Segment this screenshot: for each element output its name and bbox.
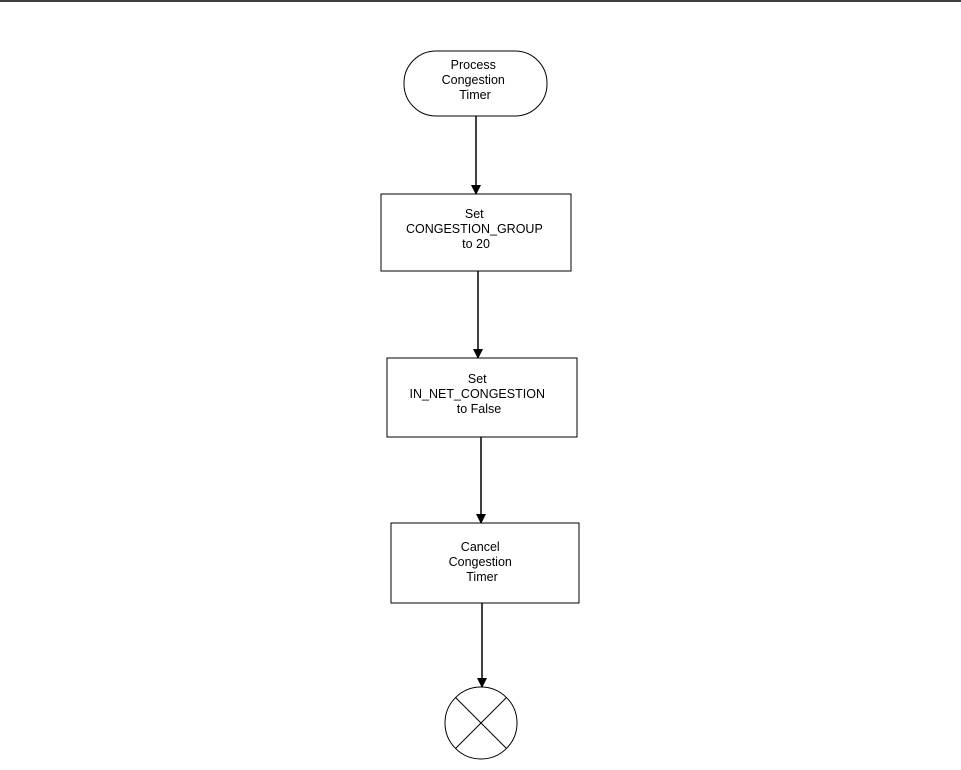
start-terminator-node: Process Congestion Timer [403, 50, 548, 117]
set-net-line-2: IN_NET_CONGESTION [410, 387, 545, 401]
start-node-line-3: Timer [459, 88, 490, 102]
end-terminator-icon [444, 686, 518, 760]
set-congestion-group-label: Set CONGESTION_GROUP to 20 [406, 207, 546, 251]
cancel-line-1: Cancel [461, 540, 500, 554]
set-congestion-group-node: Set CONGESTION_GROUP to 20 [380, 193, 572, 272]
cancel-congestion-timer-node: Cancel Congestion Timer [390, 522, 580, 604]
set-net-line-1: Set [468, 372, 487, 386]
set-group-line-1: Set [465, 207, 484, 221]
start-node-line-1: Process [451, 58, 496, 72]
cancel-line-2: Congestion [449, 555, 512, 569]
start-node-line-2: Congestion [442, 73, 505, 87]
cancel-line-3: Timer [466, 570, 497, 584]
cancel-congestion-timer-label: Cancel Congestion Timer [449, 540, 516, 584]
set-in-net-congestion-node: Set IN_NET_CONGESTION to False [386, 357, 578, 438]
set-group-line-2: CONGESTION_GROUP [406, 222, 543, 236]
set-net-line-3: to False [457, 402, 502, 416]
start-node-label: Process Congestion Timer [442, 58, 509, 102]
set-group-line-3: to 20 [462, 237, 490, 251]
set-in-net-congestion-label: Set IN_NET_CONGESTION to False [410, 372, 549, 416]
